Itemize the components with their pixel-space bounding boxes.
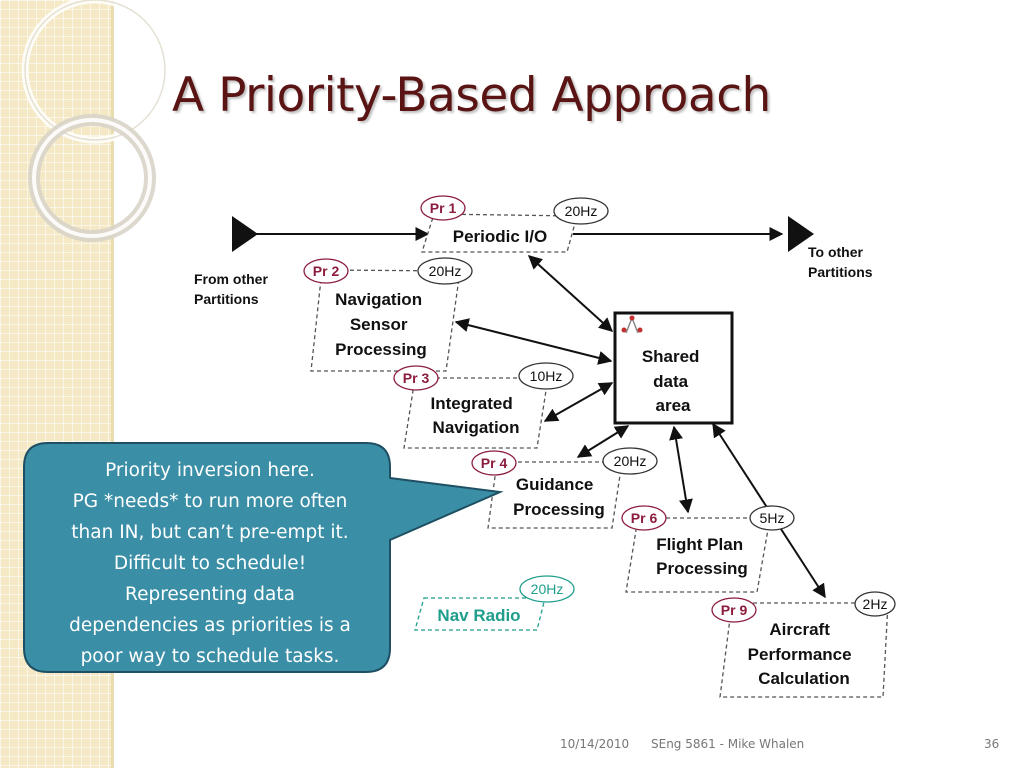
svg-text:Pr 3: Pr 3 — [403, 370, 430, 386]
callout-line: Representing data — [125, 584, 295, 605]
callout-line: dependencies as priorities is a — [69, 615, 351, 636]
callout-line: PG *needs* to run more often — [72, 491, 348, 512]
svg-text:Navigation Sensor: Navigation Sensor Processing — [335, 290, 427, 359]
rate-badge — [553, 197, 609, 225]
callout-line: Priority inversion here. — [105, 460, 315, 481]
svg-text:Pr 4: Pr 4 — [481, 455, 508, 471]
shared-data-area: Shared data area — [613, 311, 734, 425]
svg-text:Pr 6: Pr 6 — [631, 510, 658, 526]
task-integrated-navigation: Integrated Navigation Pr 3 10Hz — [393, 362, 574, 449]
rate-badge — [417, 257, 473, 285]
svg-text:20Hz: 20Hz — [531, 581, 564, 597]
link-guidance — [576, 425, 630, 458]
callout-line: than IN, but can’t pre-empt it. — [71, 522, 349, 543]
svg-text:20Hz: 20Hz — [565, 203, 598, 219]
rate-badge — [749, 505, 795, 531]
priority-badge — [471, 450, 517, 476]
slide-title: A Priority-Based Approach — [172, 68, 771, 123]
rate-badge — [602, 447, 658, 475]
output-triangle — [788, 216, 814, 252]
task-flight-plan-processing: Flight Plan Processing Pr 6 5Hz — [621, 505, 795, 593]
svg-text:20Hz: 20Hz — [614, 453, 647, 469]
svg-text:Pr 1: Pr 1 — [430, 200, 457, 216]
decorative-rings — [21, 0, 169, 242]
callout-line: Difficult to schedule! — [113, 553, 307, 574]
svg-text:Guidance Processing: Guidance Processing — [513, 475, 605, 519]
svg-text:Pr 2: Pr 2 — [313, 263, 340, 279]
svg-text:Flight Plan Processing: Flight Plan Processing — [656, 535, 748, 578]
svg-text:Aircraft Performance: Aircraft Performance Calculation — [748, 620, 857, 688]
input-triangle — [232, 216, 258, 252]
svg-text:Integrated Navigation: Integrated Navigation — [431, 394, 520, 437]
svg-text:Periodic I/O: Periodic I/O — [453, 227, 547, 246]
task-nav-radio: Nav Radio 20Hz — [414, 575, 575, 631]
link-periodic-io — [527, 255, 614, 332]
task-navigation-sensor-processing: Navigation Sensor Processing Pr 2 20Hz — [303, 257, 473, 372]
svg-text:Nav Radio: Nav Radio — [437, 606, 520, 625]
priority-badge — [420, 195, 466, 221]
task-guidance-processing: Guidance Processing Pr 4 20Hz — [471, 447, 658, 529]
svg-text:Shared data ar: Shared data area — [642, 347, 704, 415]
link-integrated-nav — [543, 382, 614, 422]
rate-badge — [854, 591, 896, 617]
priority-badge — [711, 597, 757, 623]
rate-badge — [518, 362, 574, 390]
callout-line: poor way to schedule tasks. — [80, 646, 340, 667]
sidebar-edge — [111, 0, 114, 768]
svg-text:10Hz: 10Hz — [530, 368, 563, 384]
task-periodic-io: Periodic I/O Pr 1 20Hz — [420, 195, 609, 253]
external-flow — [232, 216, 814, 252]
task-aircraft-performance-calculation: Aircraft Performance Calculation Pr 9 2H… — [711, 591, 896, 698]
footer-page-number: 36 — [984, 737, 1000, 751]
from-partitions-label: From other Partitions — [194, 271, 272, 307]
svg-text:Pr 9: Pr 9 — [721, 602, 748, 618]
shared-data-icon — [621, 315, 643, 334]
priority-badge — [621, 505, 667, 531]
priority-badge — [303, 258, 349, 284]
link-flight-plan — [669, 425, 693, 514]
footer-course: SEng 5861 - Mike Whalen — [651, 737, 805, 751]
svg-text:2Hz: 2Hz — [863, 596, 888, 612]
footer-date: 10/14/2010 — [560, 737, 630, 751]
priority-badge — [393, 365, 439, 391]
callout-bubble — [23, 442, 504, 673]
rate-badge — [519, 575, 575, 603]
callout-text: Priority inversion here. PG *needs* to r… — [40, 455, 380, 672]
link-nav-sensor — [454, 318, 613, 365]
to-partitions-label: To other Partitions — [808, 244, 873, 280]
svg-text:5Hz: 5Hz — [760, 510, 785, 526]
svg-text:20Hz: 20Hz — [429, 263, 462, 279]
